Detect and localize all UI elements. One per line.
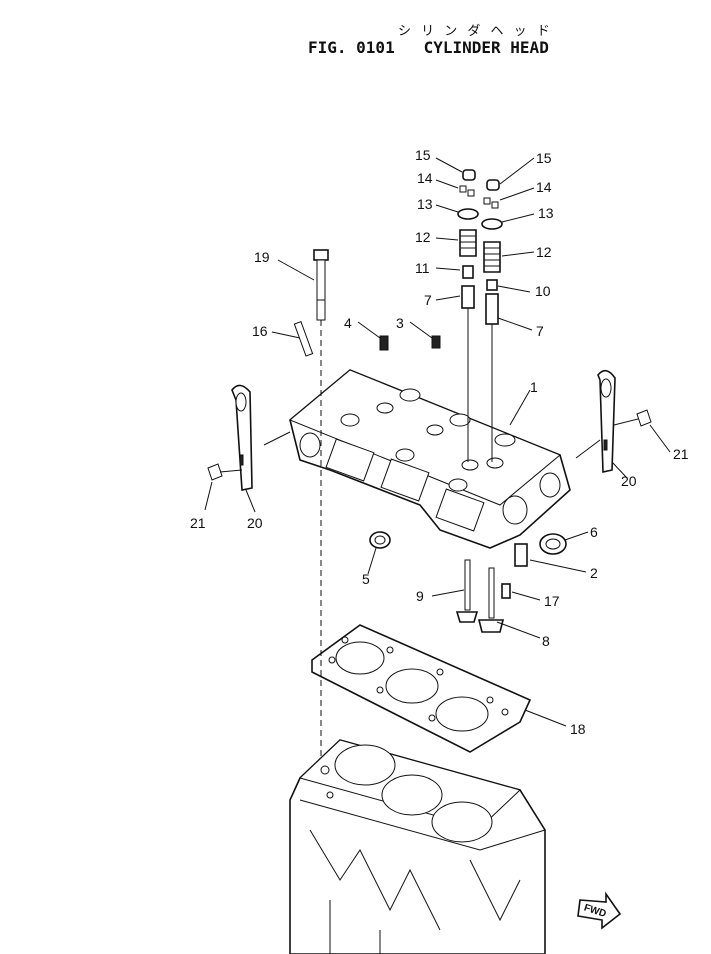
- plug-3: [431, 335, 441, 349]
- figure-title: FIG. 0101 CYLINDER HEAD: [308, 38, 549, 57]
- exhaust-valve: [455, 559, 479, 623]
- forward-arrow: FWD: [577, 891, 622, 930]
- head-gasket: [311, 624, 532, 753]
- figure-kana-title: シ リ ン ダ ヘ ッ ド: [398, 24, 553, 39]
- cylinder-block: [289, 739, 546, 954]
- callout-21a: 21: [190, 515, 206, 531]
- callout-9: 9: [416, 588, 424, 604]
- dowel-17: [501, 583, 511, 599]
- dowel-2: [514, 543, 528, 567]
- callout-21b: 21: [673, 446, 689, 462]
- intake-valve: [477, 567, 505, 633]
- callout-2: 2: [590, 565, 598, 581]
- cylinder-head: [289, 369, 571, 549]
- callout-20a: 20: [247, 515, 263, 531]
- callout-14b: 14: [536, 179, 552, 195]
- callout-14a: 14: [417, 170, 433, 186]
- plug-4: [379, 335, 389, 351]
- callout-6: 6: [590, 524, 598, 540]
- callout-3: 3: [396, 315, 404, 331]
- callout-labels: 15 15 14 14 13 13 12 12 11 10 7 7 19 16 …: [190, 147, 689, 737]
- callout-17: 17: [544, 593, 560, 609]
- callout-15b: 15: [536, 150, 552, 166]
- callout-13a: 13: [417, 196, 433, 212]
- callout-18: 18: [570, 721, 586, 737]
- callout-13b: 13: [538, 205, 554, 221]
- stud-bolt: [293, 321, 314, 357]
- callout-16: 16: [252, 323, 268, 339]
- lifting-bracket-left: [207, 384, 253, 491]
- valve-train-left: [457, 169, 479, 462]
- callout-12a: 12: [415, 229, 431, 245]
- callout-5: 5: [362, 571, 370, 587]
- leader-lines: [204, 157, 671, 727]
- callout-1: 1: [530, 379, 538, 395]
- callout-7a: 7: [424, 292, 432, 308]
- lifting-bracket-right: [597, 369, 652, 473]
- head-bolt: [313, 249, 329, 760]
- callout-8: 8: [542, 633, 550, 649]
- seal-5: [369, 531, 391, 549]
- callout-11: 11: [415, 260, 430, 276]
- callout-10: 10: [535, 283, 551, 299]
- callout-20b: 20: [621, 473, 637, 489]
- callout-19: 19: [254, 249, 270, 265]
- seal-6: [539, 533, 567, 555]
- callout-4: 4: [344, 315, 352, 331]
- valve-train-right: [481, 179, 503, 462]
- callout-7b: 7: [536, 323, 544, 339]
- callout-12b: 12: [536, 244, 552, 260]
- callout-15a: 15: [415, 147, 431, 163]
